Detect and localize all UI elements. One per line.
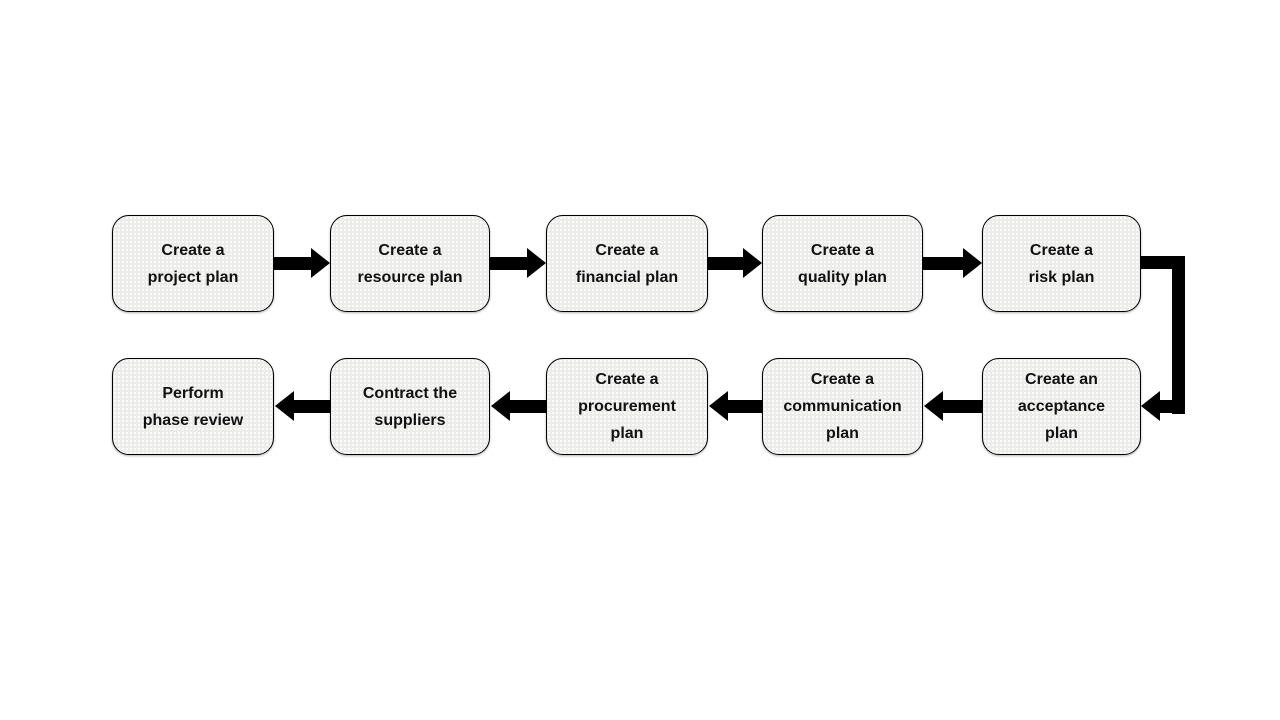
node-phase-review: Perform phase review (112, 358, 274, 455)
arrow-shaft (510, 400, 547, 413)
node-quality-plan: Create a quality plan (762, 215, 923, 312)
arrow-head-right-icon (963, 248, 982, 278)
node-risk-plan: Create a risk plan (982, 215, 1141, 312)
node-project-plan: Create a project plan (112, 215, 274, 312)
node-acceptance-plan: Create an acceptance plan (982, 358, 1141, 455)
node-financial-plan: Create a financial plan (546, 215, 708, 312)
elbow-bottom-segment (1160, 400, 1185, 413)
elbow-vertical-segment (1172, 256, 1185, 414)
arrow-shaft (294, 400, 331, 413)
arrow-shaft (728, 400, 763, 413)
node-procurement-plan: Create a procurement plan (546, 358, 708, 455)
arrow-shaft (943, 400, 983, 413)
node-communication-plan: Create a communication plan (762, 358, 923, 455)
arrow-head-right-icon (743, 248, 762, 278)
arrow-shaft (707, 257, 743, 270)
arrow-shaft (922, 257, 963, 270)
arrow-head-right-icon (311, 248, 330, 278)
arrow-shaft (273, 257, 311, 270)
arrow-head-left-icon (275, 391, 294, 421)
node-resource-plan: Create a resource plan (330, 215, 490, 312)
node-contract-suppliers: Contract the suppliers (330, 358, 490, 455)
arrow-shaft (489, 257, 527, 270)
arrow-head-right-icon (527, 248, 546, 278)
arrow-head-left-icon (924, 391, 943, 421)
arrow-head-left-icon (709, 391, 728, 421)
arrow-head-left-icon (491, 391, 510, 421)
arrow-head-left-icon (1141, 391, 1160, 421)
